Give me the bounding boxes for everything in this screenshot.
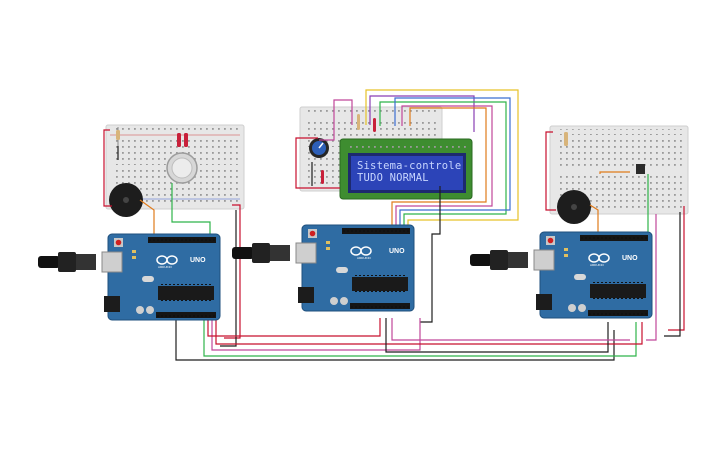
usb-plug — [232, 247, 254, 259]
board-labels: UNO ARDUINO UNO ARDUINO UNO ARDUINO — [158, 248, 638, 269]
board-model-right: UNO — [622, 255, 638, 262]
piezo-buzzer-right — [557, 190, 591, 224]
board-brand-center: ARDUINO — [357, 256, 372, 260]
lcd-line-1: Sistema-controle — [357, 160, 461, 172]
microcontroller-chip — [158, 286, 214, 300]
usb-plug — [38, 256, 60, 268]
arduino-board — [301, 224, 415, 312]
microcontroller-chip — [352, 277, 408, 291]
resistor-center — [321, 114, 376, 184]
arduino-board — [107, 233, 221, 321]
arduino-center — [232, 224, 415, 312]
resistor-left-2 — [177, 133, 188, 147]
board-model-center: UNO — [389, 248, 405, 255]
board-model-left: UNO — [190, 257, 206, 264]
lcd-line-2: TUDO NORMAL — [357, 172, 429, 184]
arduino-right — [470, 231, 653, 319]
gas-sensor — [166, 152, 198, 184]
piezo-buzzer-left — [109, 183, 143, 217]
breadboard-right — [549, 125, 689, 215]
arduino-left — [38, 233, 221, 321]
usb-plug — [470, 254, 492, 266]
potentiometer — [309, 138, 329, 158]
lcd-module: Sistema-controle TUDO NORMAL — [339, 138, 473, 200]
board-brand-left: ARDUINO — [158, 265, 173, 269]
resistor-right — [564, 132, 568, 146]
resistor-left-1 — [116, 127, 120, 146]
board-brand-right: ARDUINO — [590, 263, 605, 267]
arduino-board — [539, 231, 653, 319]
microcontroller-chip — [590, 284, 646, 298]
temperature-sensor — [636, 164, 645, 174]
